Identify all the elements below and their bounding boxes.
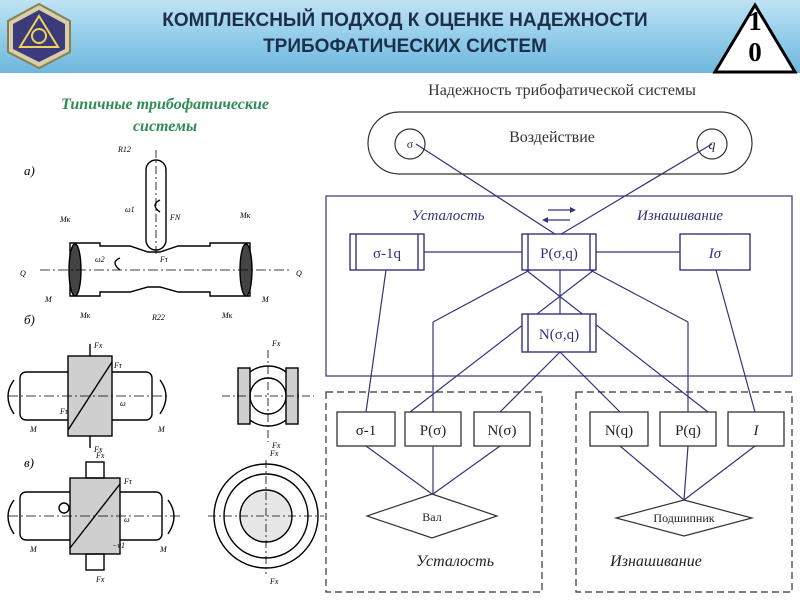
svg-text:N(σ): N(σ) — [488, 423, 517, 439]
svg-text:Fx: Fx — [93, 341, 103, 350]
impact-sigma: σ — [407, 137, 414, 151]
svg-text:M: M — [29, 425, 38, 434]
svg-text:Fx: Fx — [271, 441, 281, 450]
slide-triangle-icon — [712, 2, 798, 74]
svg-text:ω: ω — [120, 399, 126, 408]
svg-text:M: M — [159, 545, 168, 554]
diagram-main-frame — [325, 195, 793, 377]
svg-text:R22: R22 — [151, 313, 165, 322]
svg-text:Fx: Fx — [93, 445, 103, 454]
box-i-sigma — [679, 233, 751, 271]
bearing-diamond — [613, 499, 755, 537]
drawing-b — [7, 344, 314, 448]
shaft-diamond — [365, 493, 499, 539]
box-p-sigma — [404, 411, 462, 447]
svg-text:Fτ: Fτ — [113, 361, 123, 370]
svg-text:Fx: Fx — [269, 449, 279, 458]
svg-text:FN: FN — [169, 213, 181, 222]
svg-text:Mк: Mк — [221, 311, 233, 320]
svg-text:ω: ω — [124, 515, 130, 524]
tribofatigue-systems-drawing: а) R12 Mк Mк Q Q M M Mк Mк R22 FN Fτ ω1 … — [7, 145, 324, 586]
svg-text:σ-1: σ-1 — [356, 423, 377, 439]
bottom-wear-label: Изнашивание — [609, 553, 702, 570]
diagram-title: Надежность трибофатической системы — [428, 82, 696, 99]
slide-number: 1 0 — [748, 6, 762, 67]
drawing-v — [7, 460, 324, 574]
svg-text:Fx: Fx — [271, 339, 281, 348]
bottom-fatigue-label: Усталость — [416, 553, 494, 570]
box-n-q — [589, 411, 649, 447]
svg-text:M: M — [44, 295, 53, 304]
svg-text:Подшипник: Подшипник — [653, 511, 714, 525]
impact-label: Воздействие — [509, 129, 595, 146]
wear-group-frame — [575, 391, 793, 593]
svg-text:Fτ: Fτ — [159, 255, 169, 264]
box-p-q — [659, 411, 717, 447]
label-v: в) — [24, 455, 34, 470]
reliability-diagram: Надежность трибофатической системы Возде… — [325, 82, 793, 593]
svg-text:N(σ,q): N(σ,q) — [539, 327, 579, 343]
box-n-sigma — [473, 411, 531, 447]
svg-text:−v1: −v1 — [112, 541, 125, 550]
label-b: б) — [24, 312, 35, 327]
svg-text:Fx: Fx — [269, 577, 279, 586]
svg-text:P(q): P(q) — [675, 423, 701, 439]
box-sigma-1q — [349, 233, 425, 271]
svg-text:σ-1q: σ-1q — [373, 246, 402, 262]
box-nsigma-q — [521, 313, 597, 353]
svg-text:R12: R12 — [117, 145, 131, 154]
svg-text:Fx: Fx — [95, 575, 105, 584]
svg-text:Iσ: Iσ — [708, 246, 722, 262]
svg-text:Fτ: Fτ — [59, 407, 69, 416]
impact-capsule — [367, 111, 753, 175]
fatigue-label: Усталость — [411, 208, 484, 224]
impact-q: q — [709, 138, 716, 153]
svg-text:Q: Q — [20, 269, 26, 278]
svg-text:Fτ: Fτ — [123, 477, 133, 486]
svg-text:Fx: Fx — [95, 451, 105, 460]
svg-text:M: M — [157, 425, 166, 434]
fatigue-group-frame — [325, 391, 543, 593]
svg-text:N(q): N(q) — [605, 423, 633, 439]
svg-text:I: I — [753, 423, 760, 439]
svg-text:Вал: Вал — [422, 510, 441, 524]
svg-text:Mк: Mк — [239, 211, 251, 220]
svg-text:ω1: ω1 — [125, 205, 135, 214]
label-a: а) — [24, 163, 35, 178]
svg-text:M: M — [261, 295, 270, 304]
svg-text:ω2: ω2 — [95, 255, 105, 264]
header-bar — [0, 0, 800, 73]
drawing-a — [40, 150, 290, 297]
left-panel-title: Типичные трибофатические системы — [61, 96, 269, 135]
box-psigma-q — [521, 233, 597, 271]
box-sigma-1 — [336, 411, 396, 447]
svg-text:Q: Q — [296, 269, 302, 278]
logo-icon — [7, 2, 71, 70]
page-title: КОМПЛЕКСНЫЙ ПОДХОД К ОЦЕНКЕ НАДЕЖНОСТИ Т… — [162, 10, 648, 57]
box-i — [727, 411, 785, 447]
svg-text:P(σ,q): P(σ,q) — [540, 246, 578, 262]
svg-text:Mк: Mк — [79, 311, 91, 320]
wear-label: Изнашивание — [636, 208, 723, 224]
svg-text:Mк: Mк — [59, 215, 71, 224]
svg-text:P(σ): P(σ) — [420, 423, 446, 439]
svg-text:M: M — [29, 545, 38, 554]
